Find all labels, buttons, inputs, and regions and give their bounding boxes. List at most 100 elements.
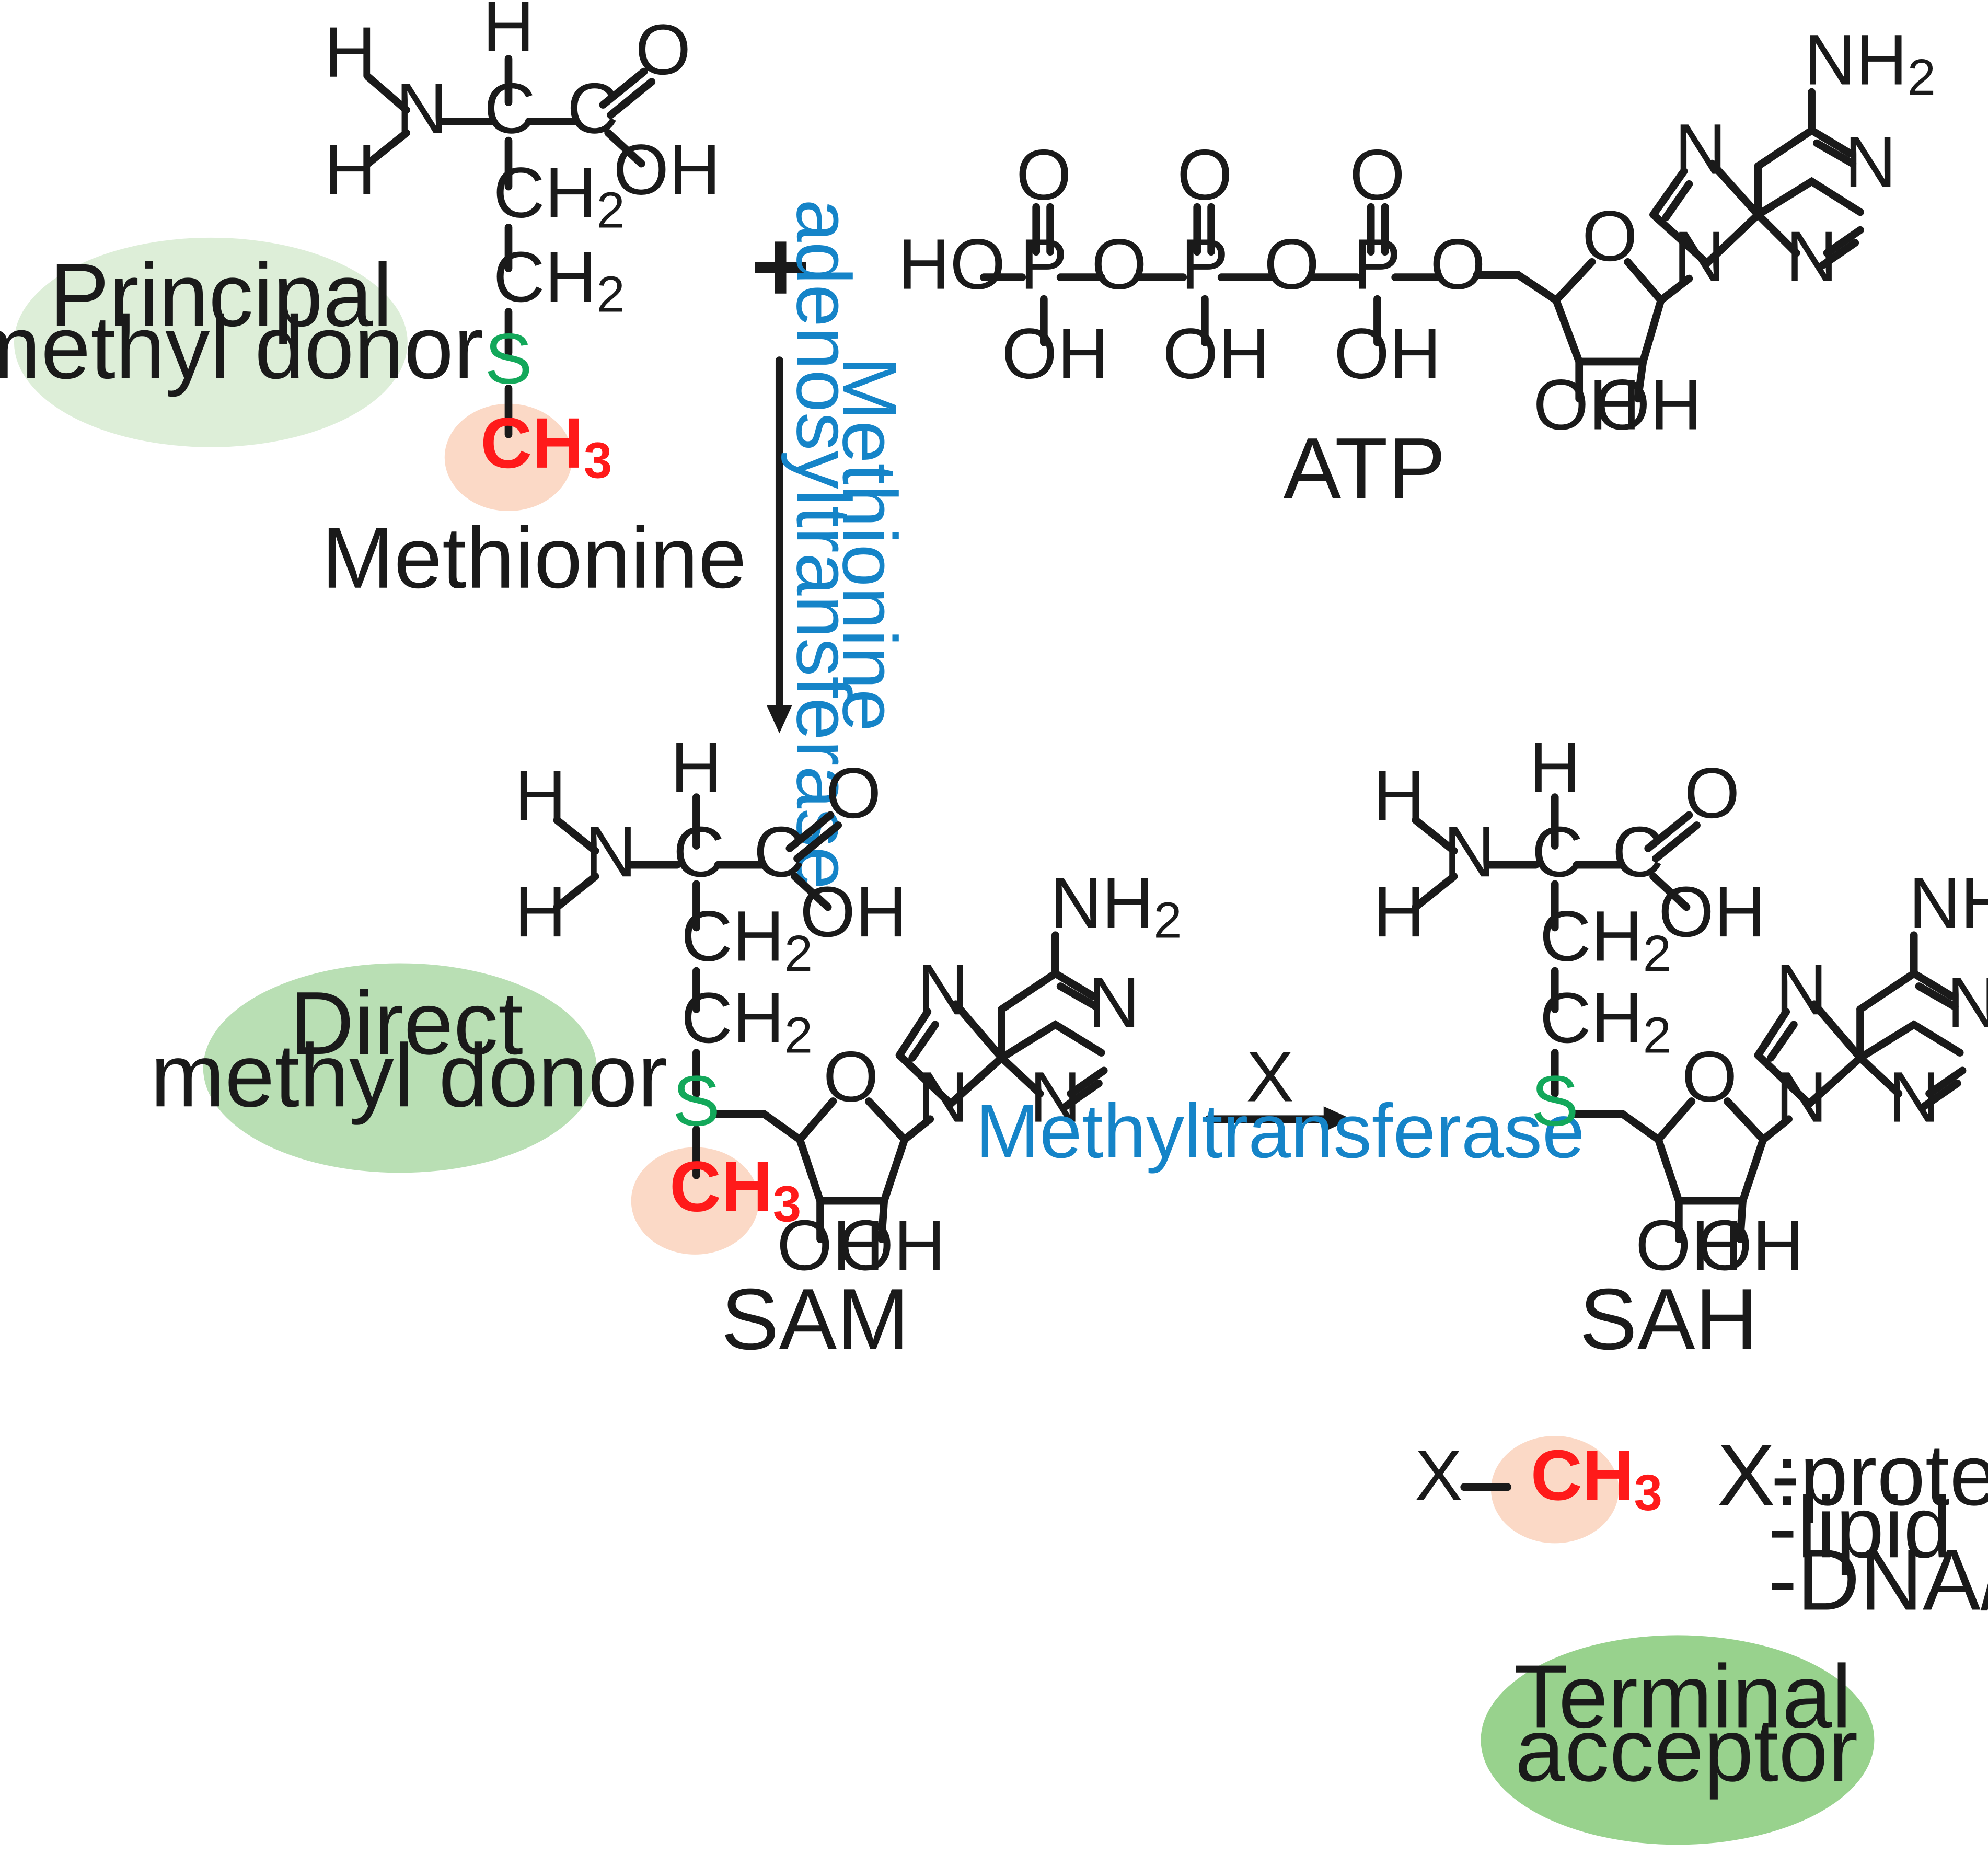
atp-atom-oh-c2: OH <box>1533 365 1640 445</box>
sah-atom-n1: N <box>1947 963 1988 1043</box>
sam-ch2-1: CH2 <box>681 897 813 982</box>
atp-name: ATP <box>1283 421 1446 517</box>
sam-atom-n7: N <box>917 950 969 1030</box>
sam-atom-o: O <box>826 753 881 833</box>
enzyme1-label-line2: adenosyltransferase <box>781 199 866 889</box>
sah-atom-oh-c2: OH <box>1635 1205 1742 1285</box>
sam-nh2: NH2 <box>1050 863 1182 949</box>
atp-atom-o-bridge3: O <box>1430 225 1485 305</box>
atp-atom-p3: P <box>1354 225 1401 305</box>
x-list-head: X: <box>1717 1427 1799 1524</box>
principal-donor-label-line1: Principal <box>50 246 392 345</box>
terminal-acceptor-label-line2: acceptor <box>1515 1700 1858 1800</box>
met-atom-h-sw: H <box>324 130 376 210</box>
atp-atom-n7: N <box>1675 110 1727 190</box>
sam-atom-h-nw: H <box>515 756 567 836</box>
methionine-structure: H H H N C C O OH CH2 CH2 S CH3 <box>324 0 720 489</box>
sam-atom-n3: N <box>1030 1058 1081 1138</box>
sah-atom-o-ring: O <box>1682 1037 1737 1117</box>
sah-atom-h-top: H <box>1529 728 1581 808</box>
sam-ch2-2: CH2 <box>681 978 813 1064</box>
sam-structure: H H H N C C O OH CH2 CH2 S CH3 O OH OH N… <box>515 728 1182 1285</box>
atp-atom-o-top1: O <box>1016 135 1071 215</box>
sah-atom-o: O <box>1684 753 1740 833</box>
principal-donor-label-line2: methyl donor <box>0 298 483 398</box>
terminal-acceptor-bubble <box>1481 1635 1875 1845</box>
sah-atom-oh-c3: OH <box>1697 1205 1804 1285</box>
met-atom-c-carboxyl: C <box>567 68 619 148</box>
enzyme2-substrate-label: X <box>1246 1037 1293 1117</box>
sah-atom-h-sw: H <box>1373 872 1425 952</box>
atp-atom-p2: P <box>1181 225 1229 305</box>
sah-nh2: NH2 <box>1909 863 1988 949</box>
atp-atom-o-bridge2: O <box>1264 225 1319 305</box>
product-ch3: CH3 <box>1531 1435 1662 1521</box>
met-atom-h-nw: H <box>324 13 376 92</box>
sah-name: SAH <box>1579 1271 1758 1368</box>
met-ch3: CH3 <box>480 403 612 489</box>
met-atom-c-alpha: C <box>484 68 536 148</box>
atp-structure: HO P O P O P O O O O OH OH OH O OH OH N … <box>898 20 1936 445</box>
sah-atom-h-nw: H <box>1373 756 1425 836</box>
met-ch2-1: CH2 <box>493 153 625 239</box>
met-atom-h-top: H <box>483 0 535 67</box>
methyl-highlight-sam <box>631 1147 759 1255</box>
sam-atom-c-alpha: C <box>673 812 725 892</box>
enzyme2-label: Methyltransferase <box>976 1088 1585 1174</box>
methionine-name: Methionine <box>321 510 746 607</box>
atp-atom-n3: N <box>1786 217 1837 297</box>
atp-atom-o-bridge1: O <box>1091 225 1147 305</box>
sah-atom-c-carboxyl: C <box>1612 812 1664 892</box>
product-x-label: X <box>1415 1435 1462 1515</box>
methyl-highlight-methionine <box>444 403 573 512</box>
sah-ch2-1: CH2 <box>1540 897 1671 982</box>
x-list-item-lipid: -lipid <box>1769 1479 1952 1576</box>
sah-atom-c-alpha: C <box>1532 812 1584 892</box>
atp-atom-oh-c3: OH <box>1594 365 1702 445</box>
sam-atom-oh: OH <box>800 872 907 952</box>
sah-atom-n3: N <box>1888 1058 1940 1138</box>
methyltransferase-arrow <box>1205 1106 1352 1132</box>
atp-atom-oh2: OH <box>1163 314 1270 394</box>
direct-donor-bubble <box>203 963 597 1173</box>
direct-donor-label-line2: methyl donor <box>151 1026 667 1126</box>
met-atom-s: S <box>484 319 532 399</box>
methyl-highlight-product <box>1491 1436 1619 1544</box>
met-atom-oh: OH <box>613 130 720 210</box>
sam-atom-s: S <box>673 1061 720 1141</box>
atp-nh2: NH2 <box>1804 20 1936 106</box>
atp-atom-ho: HO <box>898 225 1005 305</box>
sam-atom-oh-c2: OH <box>777 1205 884 1285</box>
atp-atom-oh1: OH <box>1002 314 1109 394</box>
sah-atom-n7: N <box>1776 950 1828 1030</box>
principal-donor-bubble <box>14 237 408 447</box>
met-atom-o: O <box>635 10 691 90</box>
sah-atom-n: N <box>1443 812 1495 892</box>
sah-structure: H H H N C C O OH CH2 CH2 S O OH OH N N N… <box>1373 728 1988 1285</box>
sah-atom-n9: N <box>1776 1058 1828 1138</box>
atp-atom-n9: N <box>1673 217 1725 297</box>
sam-atom-n: N <box>585 812 637 892</box>
atp-atom-n1: N <box>1845 122 1897 202</box>
atp-atom-o-top3: O <box>1349 135 1405 215</box>
sam-atom-oh-c3: OH <box>838 1205 945 1285</box>
x-list-item-protein: -protein <box>1771 1427 1988 1524</box>
met-atom-n: N <box>396 68 447 148</box>
atp-atom-o-top2: O <box>1177 135 1232 215</box>
terminal-acceptor-label-line1: Terminal <box>1513 1647 1852 1746</box>
direct-donor-label-line1: Direct <box>290 973 523 1073</box>
sam-atom-h-top: H <box>671 728 722 808</box>
atp-atom-o-ring: O <box>1582 196 1637 276</box>
sam-atom-n1: N <box>1088 963 1140 1043</box>
enzyme1-label-line1: Methionine <box>827 357 912 732</box>
sam-atom-c-carboxyl: C <box>754 812 805 892</box>
plus-sign: + <box>751 210 811 323</box>
x-list-item-dna-rna: -DNA/RNA <box>1769 1532 1988 1628</box>
atp-atom-p1: P <box>1020 225 1068 305</box>
sah-atom-oh: OH <box>1658 872 1765 952</box>
methylated-product: X CH3 <box>1415 1435 1662 1521</box>
sah-ch2-2: CH2 <box>1540 978 1671 1064</box>
sam-atom-o-ring: O <box>823 1037 879 1117</box>
sam-atom-n9: N <box>917 1058 969 1138</box>
